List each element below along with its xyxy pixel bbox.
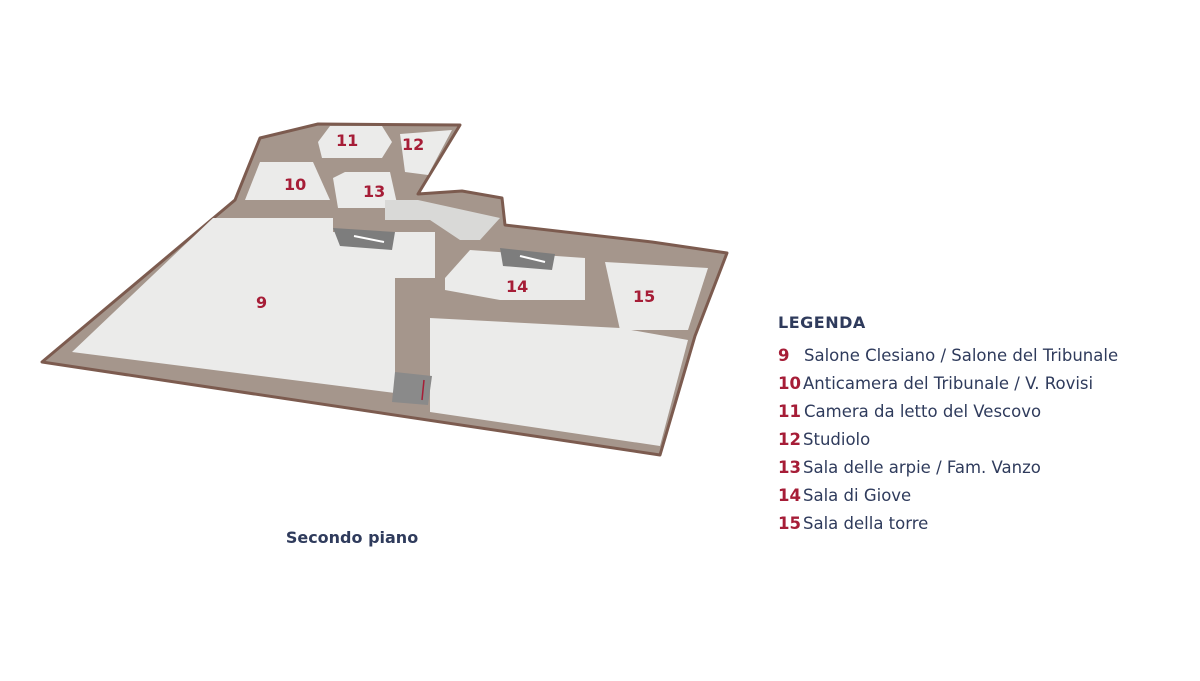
stairs [333, 228, 555, 405]
room-label-13: 13 [363, 182, 385, 201]
stair-south [392, 372, 432, 405]
south-hall-floor [430, 318, 688, 446]
legend-label: Anticamera del Tribunale / V. Rovisi [803, 374, 1094, 393]
room-13-floor [333, 172, 398, 208]
room-label-11: 11 [336, 131, 358, 150]
legend-item: 14 Sala di Giove [778, 486, 1188, 505]
legend-label: Studiolo [803, 430, 871, 449]
room-label-10: 10 [284, 175, 306, 194]
legend-item: 11 Camera da letto del Vescovo [778, 402, 1188, 421]
room-label-15: 15 [633, 287, 655, 306]
legend-number: 9 [778, 346, 790, 365]
floor-plan: 9 10 11 12 13 14 15 [40, 122, 729, 457]
room-10-floor [245, 162, 330, 200]
legend-number: 11 [778, 402, 801, 421]
legend-item: 12 Studiolo [778, 430, 1188, 449]
legend-title: LEGENDA [778, 313, 866, 332]
floor-caption: Secondo piano [285, 528, 419, 547]
legend-label: Sala di Giove [803, 486, 912, 505]
legend-item: 10 Anticamera del Tribunale / V. Rovisi [778, 374, 1188, 393]
room-9-floor [72, 218, 435, 393]
stair-arrow-1 [353, 235, 385, 243]
legend-number: 15 [778, 514, 801, 533]
room-11-floor [318, 126, 392, 158]
legend-item: 13 Sala delle arpie / Fam. Vanzo [778, 458, 1188, 477]
room-label-9: 9 [256, 293, 267, 312]
room-label-12: 12 [402, 135, 424, 154]
legend-item: 15 Sala della torre [778, 514, 1188, 533]
stair-north-east [500, 248, 555, 270]
legend-number: 13 [778, 458, 801, 477]
room-floors [72, 126, 708, 446]
legend-label: Salone Clesiano / Salone del Tribunale [804, 346, 1119, 365]
corridor-floor [385, 200, 500, 240]
room-labels: 9 10 11 12 13 14 15 [256, 131, 655, 312]
legend-label: Camera da letto del Vescovo [804, 402, 1042, 421]
room-15-floor [605, 262, 708, 330]
legend-label: Sala della torre [803, 514, 929, 533]
room-12-floor [400, 130, 452, 175]
stair-arrow-2 [519, 255, 546, 263]
legend-item: 9 Salone Clesiano / Salone del Tribunale [778, 346, 1188, 365]
legend-label: Sala delle arpie / Fam. Vanzo [803, 458, 1041, 477]
room-label-14: 14 [506, 277, 528, 296]
legend-number: 14 [778, 486, 801, 505]
legend-number: 10 [778, 374, 801, 393]
legend-list: 9 Salone Clesiano / Salone del Tribunale… [778, 346, 1188, 533]
stair-arrow-3 [421, 379, 425, 401]
legend-number: 12 [778, 430, 801, 449]
legend: LEGENDA 9 Salone Clesiano / Salone del T… [778, 313, 1188, 542]
